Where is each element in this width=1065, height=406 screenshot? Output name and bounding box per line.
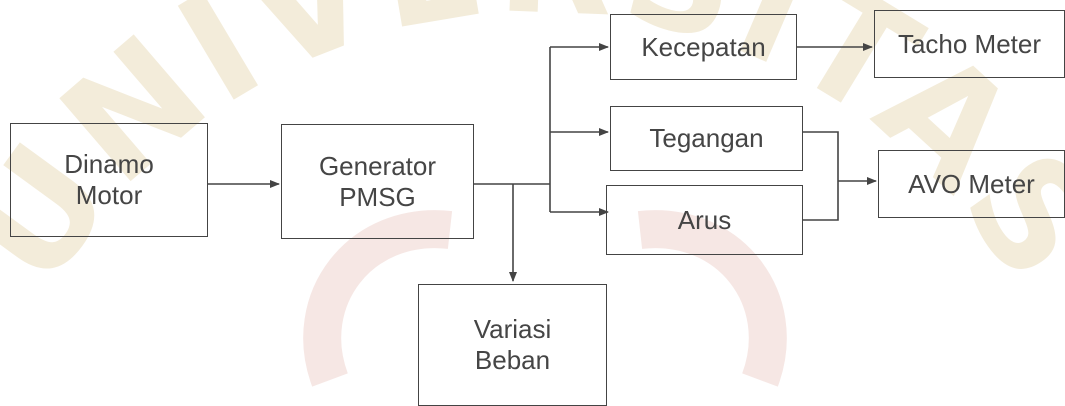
block-tegangan: Tegangan bbox=[610, 106, 803, 171]
block-avo-meter-label: AVO Meter bbox=[908, 168, 1035, 199]
block-tegangan-label: Tegangan bbox=[649, 123, 764, 153]
watermark-emblem bbox=[303, 210, 787, 387]
block-arus: Arus bbox=[606, 185, 803, 255]
line-tegangan-to-junction bbox=[803, 131, 839, 221]
block-generator-pmsg-label: Generator PMSG bbox=[318, 150, 437, 212]
block-dinamo-motor: Dinamo Motor bbox=[10, 123, 208, 237]
block-kecepatan: Kecepatan bbox=[610, 14, 797, 80]
block-generator-pmsg: Generator PMSG bbox=[281, 124, 474, 239]
block-kecepatan-label: Kecepatan bbox=[641, 31, 766, 62]
block-arus-label: Arus bbox=[677, 204, 732, 235]
block-tacho-meter: Tacho Meter bbox=[874, 10, 1065, 78]
block-variasi-beban-label: Variasi Beban bbox=[473, 314, 552, 375]
block-dinamo-motor-label: Dinamo Motor bbox=[64, 149, 154, 210]
block-variasi-beban: Variasi Beban bbox=[418, 284, 607, 406]
block-tacho-meter-label: Tacho Meter bbox=[897, 28, 1042, 59]
block-avo-meter: AVO Meter bbox=[878, 150, 1065, 218]
